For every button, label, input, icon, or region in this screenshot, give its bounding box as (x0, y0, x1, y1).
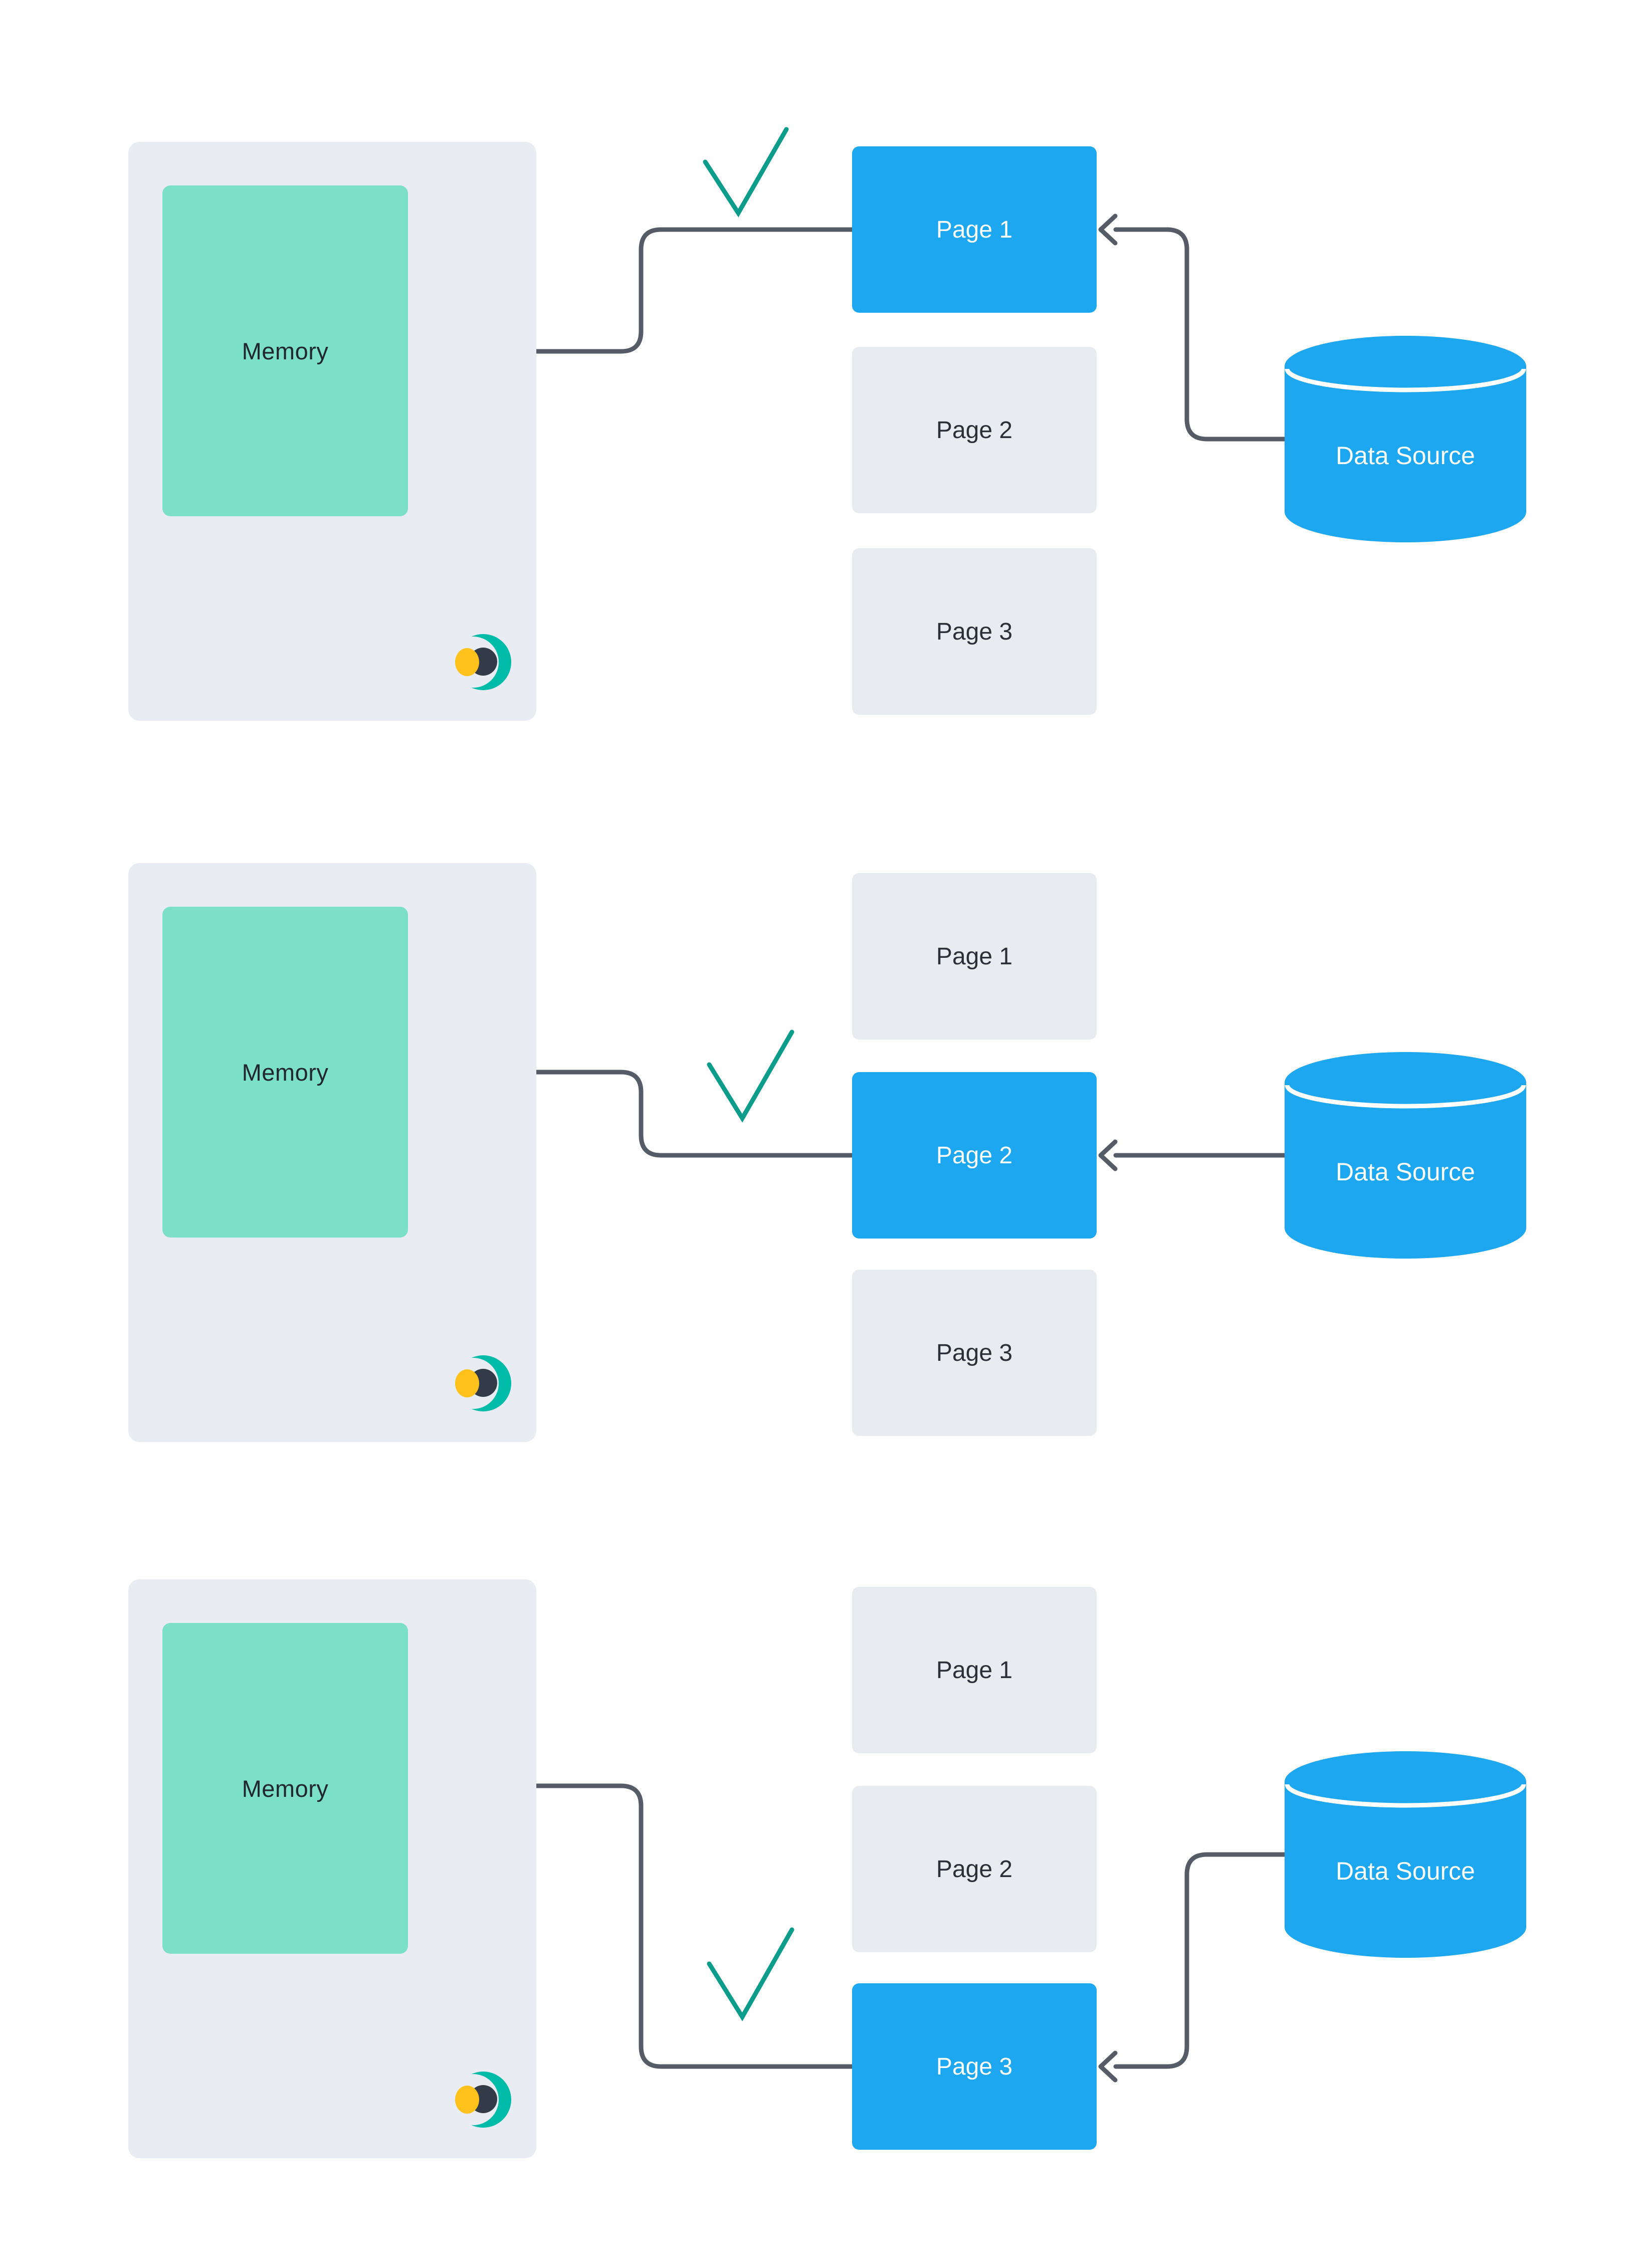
memory-panel: Memory (128, 863, 536, 1442)
page-label: Page 2 (936, 417, 1013, 444)
page-label: Page 1 (936, 216, 1013, 243)
page-label: Page 2 (936, 1856, 1013, 1883)
arrow-left-icon (1098, 214, 1118, 246)
page-label: Page 1 (936, 1657, 1013, 1684)
checkmark-icon (707, 1030, 794, 1123)
page-box-1: Page 1 (852, 146, 1097, 313)
page-box-3: Page 3 (852, 1983, 1097, 2150)
memory-box: Memory (162, 185, 408, 516)
educative-logo-icon (455, 1355, 511, 1411)
page-label: Page 2 (936, 1142, 1013, 1169)
arrow-datasource-to-page3-line (1113, 1852, 1287, 2069)
page-box-2: Page 2 (852, 347, 1097, 513)
page-box-1: Page 1 (852, 873, 1097, 1040)
data-source-label: Data Source (1336, 441, 1475, 470)
page-box-2: Page 2 (852, 1786, 1097, 1952)
memory-label: Memory (242, 1059, 329, 1086)
page-label: Page 3 (936, 1339, 1013, 1366)
arrow-datasource-to-page1-line (1113, 227, 1287, 442)
checkmark-icon (707, 1927, 794, 2021)
data-source: Data Source (1285, 1052, 1526, 1259)
memory-panel: Memory (128, 1579, 536, 2158)
educative-logo-icon (455, 2072, 511, 2128)
memory-box: Memory (162, 907, 408, 1238)
database-cylinder-icon (1285, 1052, 1526, 1259)
page-box-2: Page 2 (852, 1072, 1097, 1239)
arrow-left-icon (1098, 1139, 1118, 1171)
data-source-label: Data Source (1336, 1157, 1475, 1186)
memory-panel: Memory (128, 142, 536, 721)
arrow-left-icon (1098, 2050, 1118, 2083)
page-label: Page 1 (936, 943, 1013, 970)
page-box-1: Page 1 (852, 1587, 1097, 1753)
memory-label: Memory (242, 337, 329, 364)
page-label: Page 3 (936, 618, 1013, 645)
data-source: Data Source (1285, 1751, 1526, 1958)
database-cylinder-icon (1285, 1751, 1526, 1958)
data-source: Data Source (1285, 336, 1526, 542)
educative-logo-icon (455, 634, 511, 690)
database-cylinder-icon (1285, 336, 1526, 542)
page-box-3: Page 3 (852, 1270, 1097, 1436)
checkmark-icon (703, 127, 789, 218)
page-box-3: Page 3 (852, 548, 1097, 715)
page-label: Page 3 (936, 2053, 1013, 2080)
data-source-label: Data Source (1336, 1857, 1475, 1885)
memory-label: Memory (242, 1775, 329, 1802)
memory-box: Memory (162, 1623, 408, 1954)
